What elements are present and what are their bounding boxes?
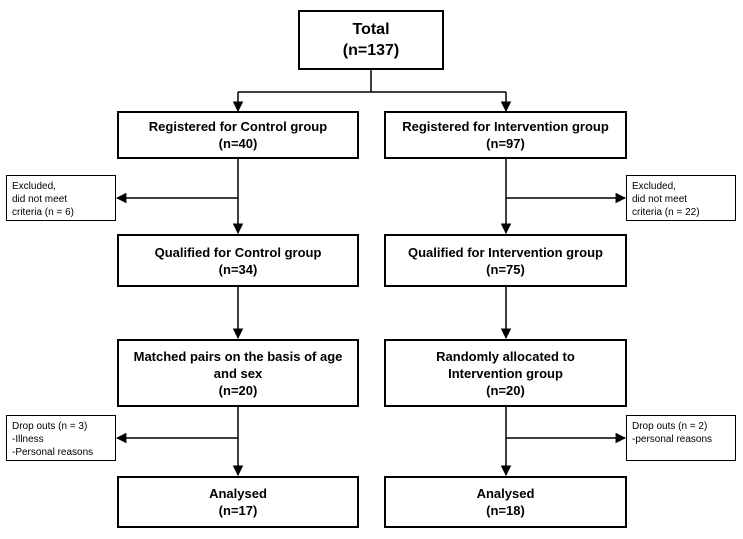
control-matched-count: (n=20) <box>218 382 258 398</box>
control-dropouts-line: Drop outs (n = 3) <box>12 421 88 432</box>
intervention-analysed-title: Analysed <box>476 486 535 501</box>
control-dropouts-box: Drop outs (n = 3) -Illness -Personal rea… <box>6 415 116 461</box>
intervention-allocated-count: (n=20) <box>486 382 525 398</box>
intervention-excluded-line: did not meet <box>632 194 688 205</box>
intervention-excluded-line: Excluded, <box>632 181 676 192</box>
total-title: Total <box>352 21 390 38</box>
intervention-dropouts-line: Drop outs (n = 2) <box>632 421 708 432</box>
total-count: (n=137) <box>342 42 400 59</box>
control-analysed-title: Analysed <box>209 486 267 501</box>
control-dropouts-line: -Illness <box>12 434 44 445</box>
intervention-dropouts-line: -personal reasons <box>632 434 713 445</box>
control-registered-count: (n=40) <box>218 136 258 151</box>
control-dropouts-line: -Personal reasons <box>12 447 94 458</box>
control-matched-box: Matched pairs on the basis of age and se… <box>117 339 359 407</box>
intervention-analysed-box: Analysed (n=18) <box>384 476 627 528</box>
control-registered-box: Registered for Control group (n=40) <box>117 111 359 159</box>
intervention-qualified-title: Qualified for Intervention group <box>408 244 603 260</box>
intervention-dropouts-box: Drop outs (n = 2) -personal reasons <box>626 415 736 461</box>
control-excluded-line: did not meet <box>12 194 68 205</box>
control-qualified-title: Qualified for Control group <box>154 244 322 260</box>
intervention-registered-count: (n=97) <box>486 136 525 151</box>
control-analysed-count: (n=17) <box>218 503 258 518</box>
intervention-excluded-box: Excluded, did not meet criteria (n = 22) <box>626 175 736 221</box>
intervention-allocated-line1: Randomly allocated to <box>436 348 575 364</box>
control-matched-line2: and sex <box>213 365 263 381</box>
intervention-qualified-box: Qualified for Intervention group (n=75) <box>384 234 627 287</box>
control-qualified-count: (n=34) <box>218 261 258 277</box>
control-analysed-box: Analysed (n=17) <box>117 476 359 528</box>
intervention-qualified-count: (n=75) <box>486 261 525 277</box>
intervention-excluded-line: criteria (n = 22) <box>632 207 700 218</box>
control-excluded-line: Excluded, <box>12 181 56 192</box>
intervention-registered-box: Registered for Intervention group (n=97) <box>384 111 627 159</box>
total-box: Total (n=137) <box>298 10 444 70</box>
control-excluded-box: Excluded, did not meet criteria (n = 6) <box>6 175 116 221</box>
intervention-allocated-box: Randomly allocated to Intervention group… <box>384 339 627 407</box>
control-qualified-box: Qualified for Control group (n=34) <box>117 234 359 287</box>
intervention-registered-title: Registered for Intervention group <box>402 119 609 134</box>
control-matched-line1: Matched pairs on the basis of age <box>133 348 343 364</box>
control-excluded-line: criteria (n = 6) <box>12 207 74 218</box>
intervention-analysed-count: (n=18) <box>486 503 525 518</box>
control-registered-title: Registered for Control group <box>148 119 328 134</box>
intervention-allocated-line2: Intervention group <box>448 365 563 381</box>
